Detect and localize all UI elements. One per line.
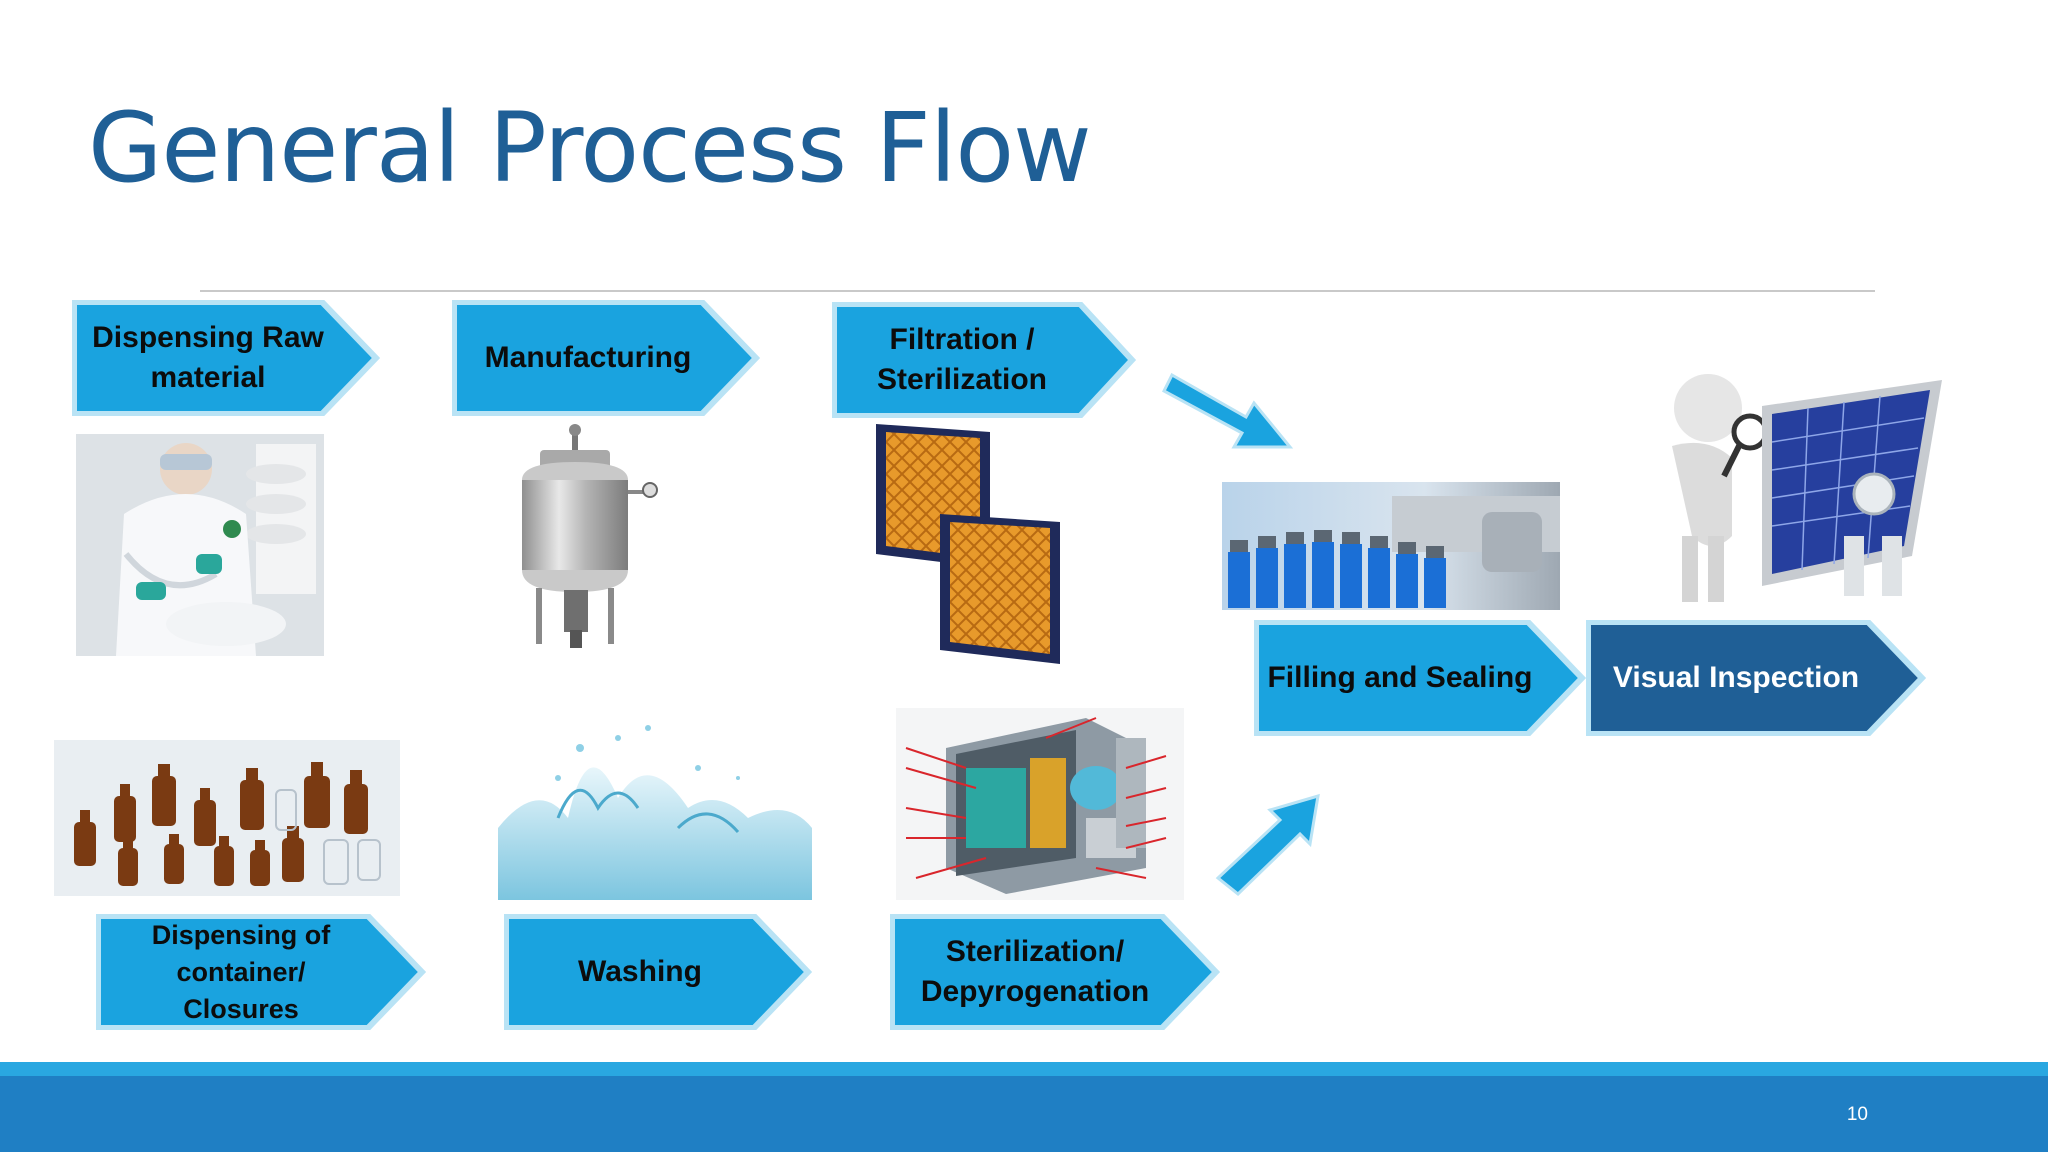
filtration-filters-image [870, 418, 1060, 668]
step-label: Washing [578, 955, 702, 988]
step-visual-inspection: Visual Inspection [1586, 620, 1926, 736]
step-filling-and-sealing: Filling and Sealing [1254, 620, 1586, 736]
depyrogenation-tunnel-diagram [896, 708, 1184, 900]
filling-vials-photo [1222, 482, 1560, 610]
page-number: 10 [1846, 1104, 1868, 1125]
step-label: Filtration / Sterilization [876, 323, 1048, 396]
step-washing: Washing [504, 914, 812, 1030]
step-filtration-sterilization: Filtration / Sterilization [832, 302, 1136, 418]
step-sterilization-depyrogenation: Sterilization/ Depyrogenation [890, 914, 1220, 1030]
footer-accent-bar [0, 1062, 2048, 1076]
step-label: Manufacturing [484, 341, 692, 374]
step-label: Dispensing Raw material [92, 321, 324, 394]
footer-bar [0, 1076, 2048, 1152]
manufacturing-vessel-image [500, 420, 660, 660]
washing-water-splash-image [498, 708, 812, 900]
page-title: General Process Flow [88, 92, 1092, 204]
step-label: Visual Inspection [1612, 661, 1860, 694]
step-dispensing-raw-material: Dispensing Raw material [72, 300, 380, 416]
title-divider [200, 290, 1875, 292]
step-manufacturing: Manufacturing [452, 300, 760, 416]
arrow-up-right-icon [1215, 793, 1320, 896]
dispensing-technician-photo [76, 434, 324, 656]
arrow-down-right-icon [1162, 372, 1294, 449]
step-label: Sterilization/ Depyrogenation [920, 935, 1150, 1008]
step-label: Dispensing of container/ Closures [151, 919, 331, 1024]
step-label: Filling and Sealing [1267, 661, 1533, 694]
visual-inspection-image [1612, 366, 1952, 612]
step-dispensing-container-closures: Dispensing of container/ Closures [96, 914, 426, 1030]
container-bottles-photo [54, 740, 400, 896]
